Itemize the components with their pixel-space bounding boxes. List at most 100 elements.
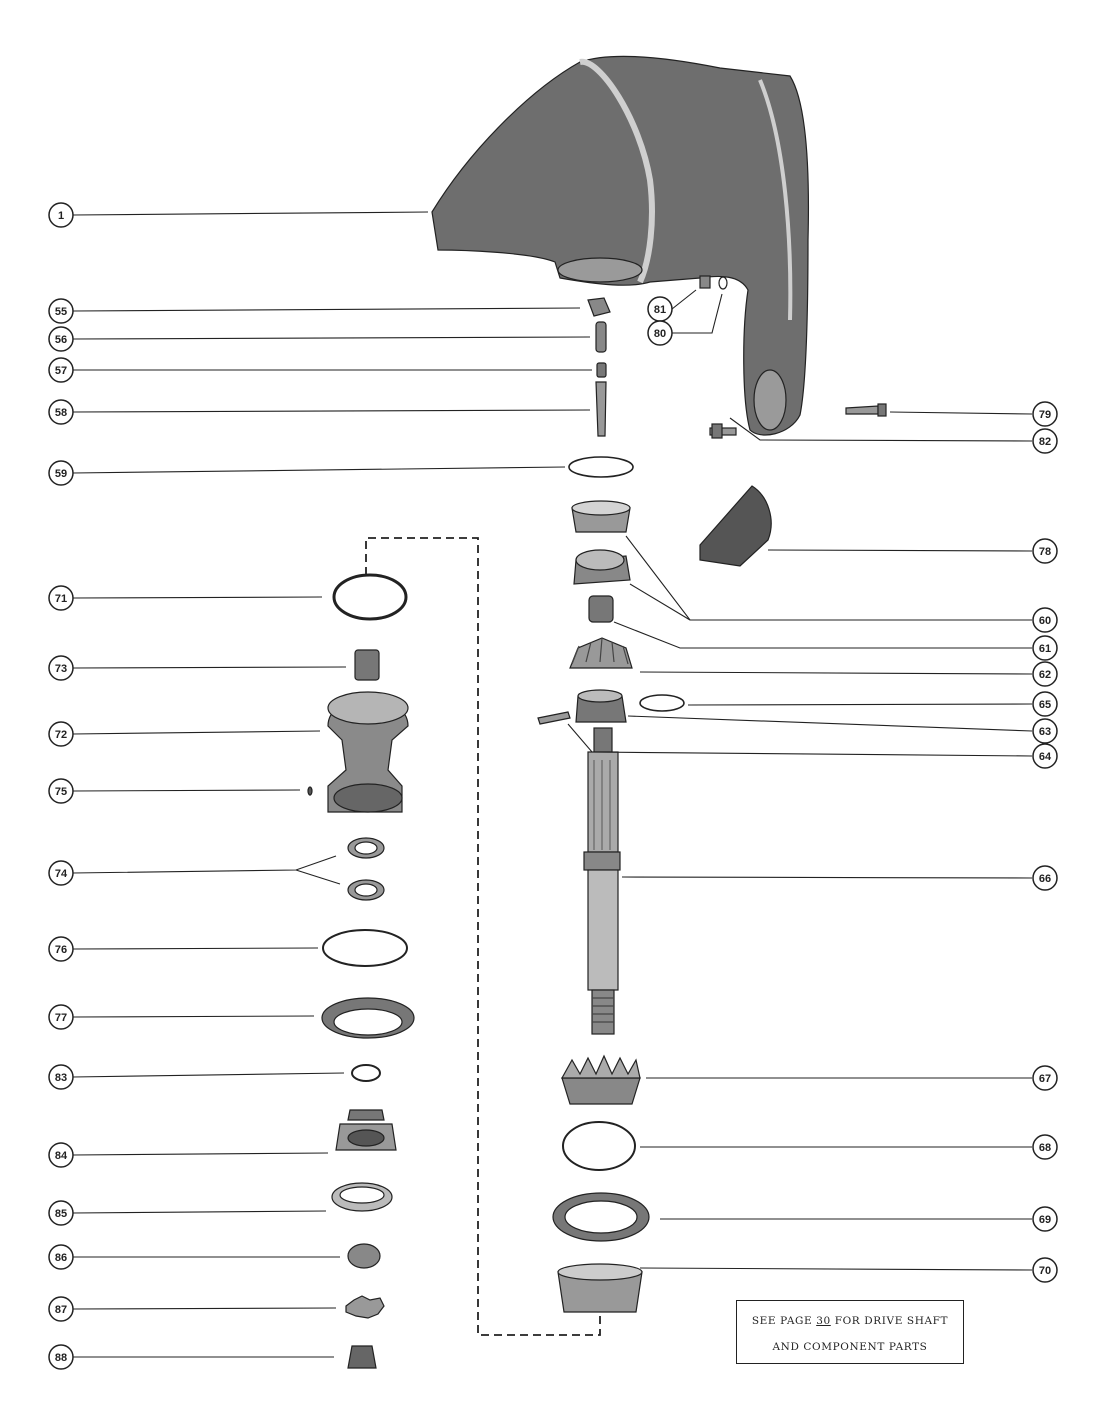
svg-text:74: 74 bbox=[55, 868, 68, 880]
note-line-1: SEE PAGE 30 FOR DRIVE SHAFT bbox=[737, 1315, 963, 1327]
callout-82: 82 bbox=[1032, 428, 1058, 454]
callout-71: 71 bbox=[48, 585, 74, 611]
svg-text:84: 84 bbox=[55, 1150, 68, 1162]
svg-text:59: 59 bbox=[55, 468, 67, 480]
svg-text:55: 55 bbox=[55, 306, 67, 318]
part-86-nut bbox=[347, 1243, 381, 1269]
svg-text:73: 73 bbox=[55, 663, 67, 675]
callout-59: 59 bbox=[48, 460, 74, 486]
callout-84: 84 bbox=[48, 1142, 74, 1168]
note-page-link[interactable]: 30 bbox=[816, 1315, 831, 1327]
part-80-washer bbox=[718, 276, 728, 290]
svg-text:65: 65 bbox=[1039, 699, 1051, 711]
callout-80: 80 bbox=[647, 320, 673, 346]
svg-text:77: 77 bbox=[55, 1012, 67, 1024]
callout-60: 60 bbox=[1032, 607, 1058, 633]
svg-text:68: 68 bbox=[1039, 1142, 1051, 1154]
svg-text:1: 1 bbox=[58, 210, 64, 222]
part-78-trim-tab bbox=[699, 485, 772, 567]
part-82-screw-head bbox=[711, 423, 723, 439]
callout-65: 65 bbox=[1032, 691, 1058, 717]
svg-text:58: 58 bbox=[55, 407, 67, 419]
part-69-seal-inner bbox=[564, 1200, 638, 1234]
svg-text:64: 64 bbox=[1039, 751, 1052, 763]
note-line-2: AND COMPONENT PARTS bbox=[772, 1341, 928, 1353]
svg-text:69: 69 bbox=[1039, 1214, 1051, 1226]
parts-drawings bbox=[307, 55, 887, 1369]
part-83-washer bbox=[351, 1064, 381, 1082]
part-65-ring bbox=[639, 694, 685, 712]
svg-text:76: 76 bbox=[55, 944, 67, 956]
part-73-needle-bearing bbox=[354, 649, 380, 681]
dashed-group-outline bbox=[365, 537, 601, 1336]
reference-note: SEE PAGE 30 FOR DRIVE SHAFT AND COMPONEN… bbox=[736, 1300, 964, 1364]
gear-housing bbox=[431, 55, 810, 436]
svg-text:63: 63 bbox=[1039, 726, 1051, 738]
callout-63: 63 bbox=[1032, 718, 1058, 744]
svg-text:70: 70 bbox=[1039, 1265, 1051, 1277]
callout-75: 75 bbox=[48, 778, 74, 804]
callout-86: 86 bbox=[48, 1244, 74, 1270]
part-79-bolt-head bbox=[877, 403, 887, 417]
callout-74: 74 bbox=[48, 860, 74, 886]
callout-73: 73 bbox=[48, 655, 74, 681]
svg-text:60: 60 bbox=[1039, 615, 1051, 627]
part-76-oring bbox=[322, 929, 408, 967]
callout-72: 72 bbox=[48, 721, 74, 747]
svg-text:56: 56 bbox=[55, 334, 67, 346]
part-61-needle-bearing bbox=[588, 595, 614, 623]
svg-text:62: 62 bbox=[1039, 669, 1051, 681]
callout-85: 85 bbox=[48, 1200, 74, 1226]
callout-1: 1 bbox=[48, 202, 74, 228]
callout-55: 55 bbox=[48, 298, 74, 324]
svg-text:66: 66 bbox=[1039, 873, 1051, 885]
part-55-plug bbox=[587, 297, 611, 317]
callout-83: 83 bbox=[48, 1064, 74, 1090]
svg-text:85: 85 bbox=[55, 1208, 67, 1220]
callout-66: 66 bbox=[1032, 865, 1058, 891]
part-75-pin bbox=[307, 786, 313, 796]
part-60-bearing-cup-top bbox=[571, 500, 631, 516]
svg-text:75: 75 bbox=[55, 786, 67, 798]
part-64-pin bbox=[537, 711, 571, 725]
callout-64: 64 bbox=[1032, 743, 1058, 769]
svg-text:82: 82 bbox=[1039, 436, 1051, 448]
callout-62: 62 bbox=[1032, 661, 1058, 687]
callout-58: 58 bbox=[48, 399, 74, 425]
note-prefix: SEE PAGE bbox=[751, 1315, 817, 1327]
callout-77: 77 bbox=[48, 1004, 74, 1030]
svg-text:72: 72 bbox=[55, 729, 67, 741]
note-suffix: FOR DRIVE SHAFT bbox=[830, 1315, 949, 1327]
callout-70: 70 bbox=[1032, 1257, 1058, 1283]
svg-text:83: 83 bbox=[55, 1072, 67, 1084]
part-72-bearing-carrier bbox=[327, 691, 409, 813]
svg-text:80: 80 bbox=[654, 328, 666, 340]
part-58-stud bbox=[595, 381, 607, 437]
svg-text:78: 78 bbox=[1039, 546, 1051, 558]
svg-text:79: 79 bbox=[1039, 409, 1051, 421]
part-67-forward-gear bbox=[561, 1077, 641, 1105]
svg-text:87: 87 bbox=[55, 1304, 67, 1316]
callout-88: 88 bbox=[48, 1344, 74, 1370]
part-79-bolt bbox=[845, 405, 879, 415]
callout-68: 68 bbox=[1032, 1134, 1058, 1160]
svg-text:86: 86 bbox=[55, 1252, 67, 1264]
part-84-bearing-race bbox=[335, 1109, 397, 1151]
svg-text:57: 57 bbox=[55, 365, 67, 377]
svg-text:88: 88 bbox=[55, 1352, 67, 1364]
leader-lines bbox=[72, 211, 1033, 1358]
part-66-propeller-shaft bbox=[583, 727, 621, 1035]
part-81-nut bbox=[699, 275, 711, 289]
callout-56: 56 bbox=[48, 326, 74, 352]
callout-81: 81 bbox=[647, 296, 673, 322]
part-87-lockwasher bbox=[345, 1295, 385, 1319]
svg-text:67: 67 bbox=[1039, 1073, 1051, 1085]
part-71-oring bbox=[332, 573, 408, 621]
callout-87: 87 bbox=[48, 1296, 74, 1322]
callout-69: 69 bbox=[1032, 1206, 1058, 1232]
callout-61: 61 bbox=[1032, 635, 1058, 661]
part-57-nut bbox=[596, 362, 607, 378]
svg-text:81: 81 bbox=[654, 304, 666, 316]
callout-76: 76 bbox=[48, 936, 74, 962]
